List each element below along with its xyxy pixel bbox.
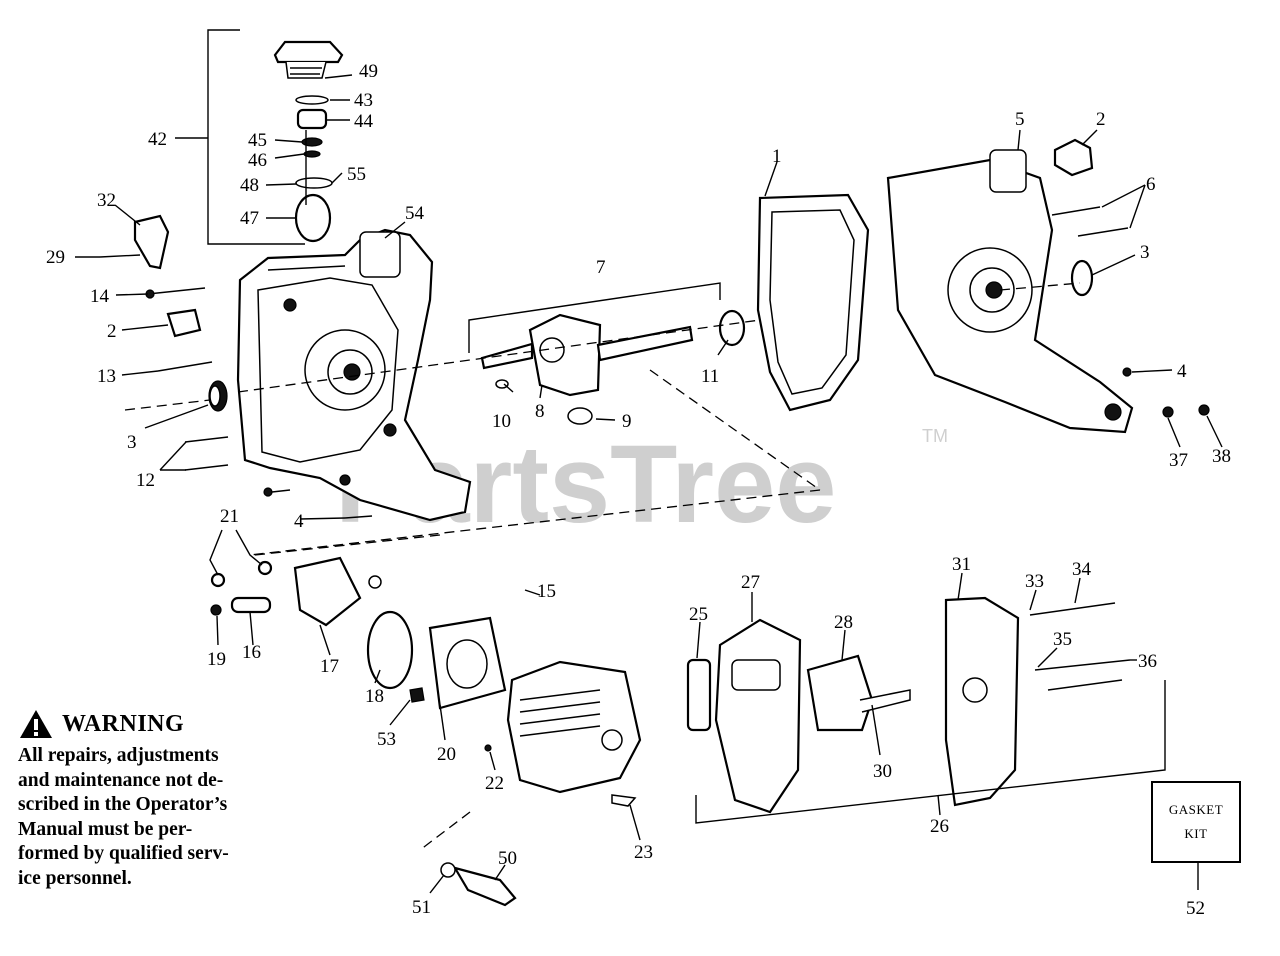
- part-label-25: 25: [689, 604, 708, 625]
- part-label-20: 20: [437, 744, 456, 765]
- part-label-7: 7: [596, 257, 606, 278]
- part-label-51: 51: [412, 897, 431, 918]
- part-label-28: 28: [834, 612, 853, 633]
- warning-triangle-icon: [20, 710, 52, 738]
- part-label-3: 3: [127, 432, 137, 453]
- part-label-14: 14: [90, 286, 110, 307]
- part-label-4: 4: [1177, 361, 1187, 382]
- watermark-trademark: TM: [922, 426, 948, 446]
- label-leaders: [75, 74, 1223, 894]
- part-label-26: 26: [930, 816, 949, 837]
- warning-body: All repairs, adjustments and maintenance…: [18, 745, 229, 889]
- part-label-9: 9: [622, 411, 632, 432]
- part-label-37: 37: [1169, 450, 1188, 471]
- part-label-30: 30: [873, 761, 892, 782]
- warning-notice: WARNING All repairs, adjustments and mai…: [18, 708, 308, 891]
- part-label-53: 53: [377, 729, 396, 750]
- gasket-kit-line1: GASKET: [1168, 802, 1224, 817]
- part-label-35: 35: [1053, 629, 1072, 650]
- part-label-49: 49: [359, 61, 378, 82]
- part-label-6: 6: [1146, 174, 1156, 195]
- piston-cylinder-group: [210, 556, 642, 907]
- part-label-15: 15: [537, 581, 556, 602]
- warning-title: WARNING: [62, 710, 185, 737]
- part-label-55: 55: [347, 164, 366, 185]
- part-label-52: 52: [1186, 898, 1205, 919]
- part-label-19: 19: [207, 649, 226, 670]
- left-side-hardware: [99, 214, 373, 519]
- part-label-45: 45: [248, 130, 267, 151]
- part-label-48: 48: [240, 175, 259, 196]
- right-crankcase-half: [886, 138, 1210, 434]
- part-label-3: 3: [1140, 242, 1150, 263]
- part-label-12: 12: [136, 470, 155, 491]
- part-label-38: 38: [1212, 446, 1231, 467]
- warning-title-row: WARNING: [18, 708, 308, 740]
- part-label-32: 32: [97, 190, 116, 211]
- part-label-10: 10: [492, 411, 511, 432]
- part-label-2: 2: [107, 321, 117, 342]
- part-label-16: 16: [242, 642, 261, 663]
- part-label-8: 8: [535, 401, 545, 422]
- crankcase-gasket: [756, 193, 870, 412]
- alignment-lines: [124, 282, 1081, 851]
- part-label-17: 17: [320, 656, 339, 677]
- part-label-29: 29: [46, 247, 65, 268]
- part-label-1: 1: [772, 146, 782, 167]
- part-label-54: 54: [405, 203, 425, 224]
- part-label-11: 11: [701, 366, 719, 387]
- part-label-31: 31: [952, 554, 971, 575]
- part-label-13: 13: [97, 366, 116, 387]
- part-label-44: 44: [354, 111, 374, 132]
- muffler-group: [686, 596, 1166, 824]
- part-label-36: 36: [1138, 651, 1157, 672]
- part-label-27: 27: [741, 572, 760, 593]
- part-label-18: 18: [365, 686, 384, 707]
- part-label-23: 23: [634, 842, 653, 863]
- part-label-34: 34: [1072, 559, 1092, 580]
- part-label-22: 22: [485, 773, 504, 794]
- left-crankcase-half: [236, 228, 472, 522]
- part-label-21: 21: [220, 506, 239, 527]
- part-label-2: 2: [1096, 109, 1106, 130]
- gasket-kit-line2: KIT: [1184, 826, 1208, 841]
- part-label-46: 46: [248, 150, 267, 171]
- part-label-33: 33: [1025, 571, 1044, 592]
- part-label-43: 43: [354, 90, 373, 111]
- gasket-kit-box: GASKET KIT: [1151, 781, 1241, 863]
- part-number-labels: 1 2 2 3 3 4 4 5 6 7 8 9 10 11 12 13 14 1…: [46, 61, 1231, 919]
- part-label-50: 50: [498, 848, 517, 869]
- part-label-5: 5: [1015, 109, 1025, 130]
- part-label-42: 42: [148, 129, 167, 150]
- part-label-47: 47: [240, 208, 259, 229]
- part-label-4: 4: [294, 511, 304, 532]
- crankshaft: [468, 282, 746, 425]
